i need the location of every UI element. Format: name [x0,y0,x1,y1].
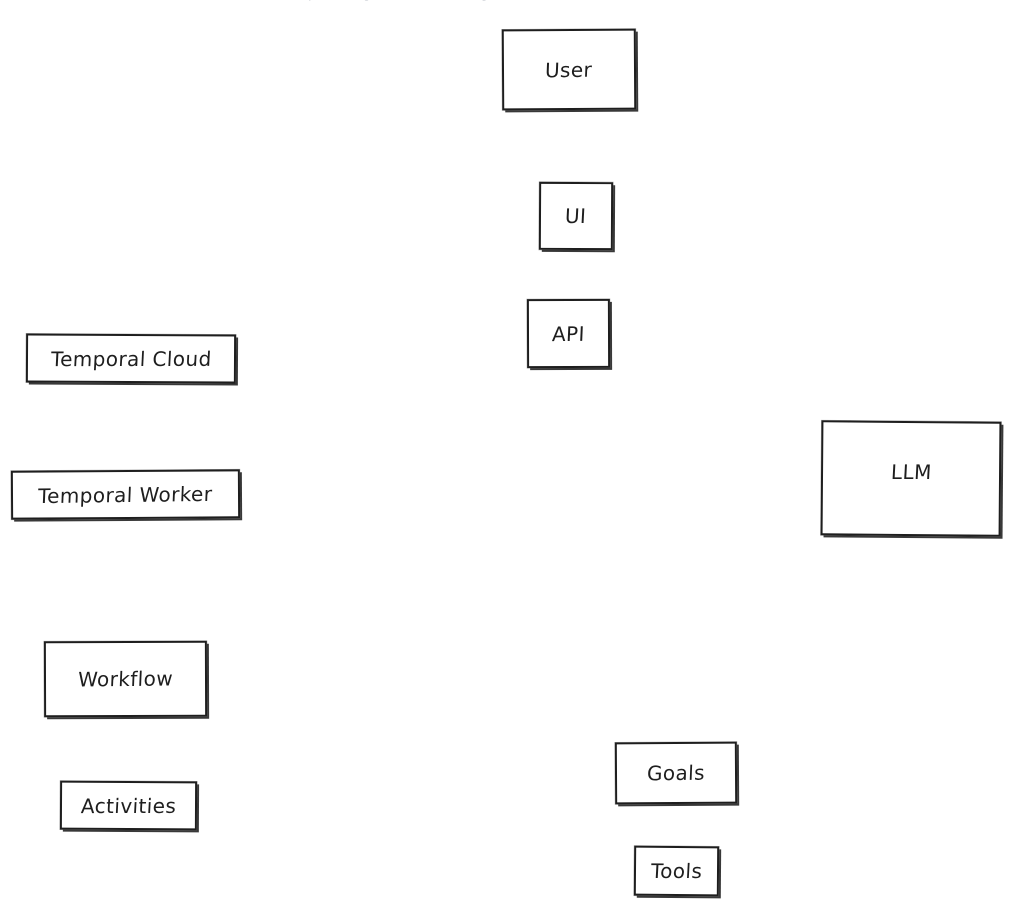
node-temporal-worker[interactable]: Temporal Worker [10,469,241,520]
node-goals[interactable]: Goals [614,741,738,805]
node-api[interactable]: API [526,298,611,369]
node-api-label: API [551,321,586,346]
node-user-label: User [544,57,594,82]
node-llm[interactable]: LLM [820,420,1002,537]
node-activities[interactable]: Activities [59,780,198,831]
node-temporal-worker-label: Temporal Worker [37,481,214,508]
node-temporal-cloud-label: Temporal Cloud [50,346,212,371]
diagram-title-clipped: temporal-ai-agent architecture diagram [287,0,747,3]
node-activities-label: Activities [80,793,177,818]
node-temporal-cloud[interactable]: Temporal Cloud [25,333,237,384]
node-goals-label: Goals [646,760,706,786]
node-ui-label: UI [564,203,588,229]
node-workflow-label: Workflow [77,666,174,692]
node-workflow[interactable]: Workflow [43,640,208,718]
node-llm-label: LLM [890,459,933,484]
node-tools[interactable]: Tools [633,845,720,897]
node-tools-label: Tools [650,858,703,884]
node-ui[interactable]: UI [538,181,614,251]
node-user[interactable]: User [501,28,637,111]
